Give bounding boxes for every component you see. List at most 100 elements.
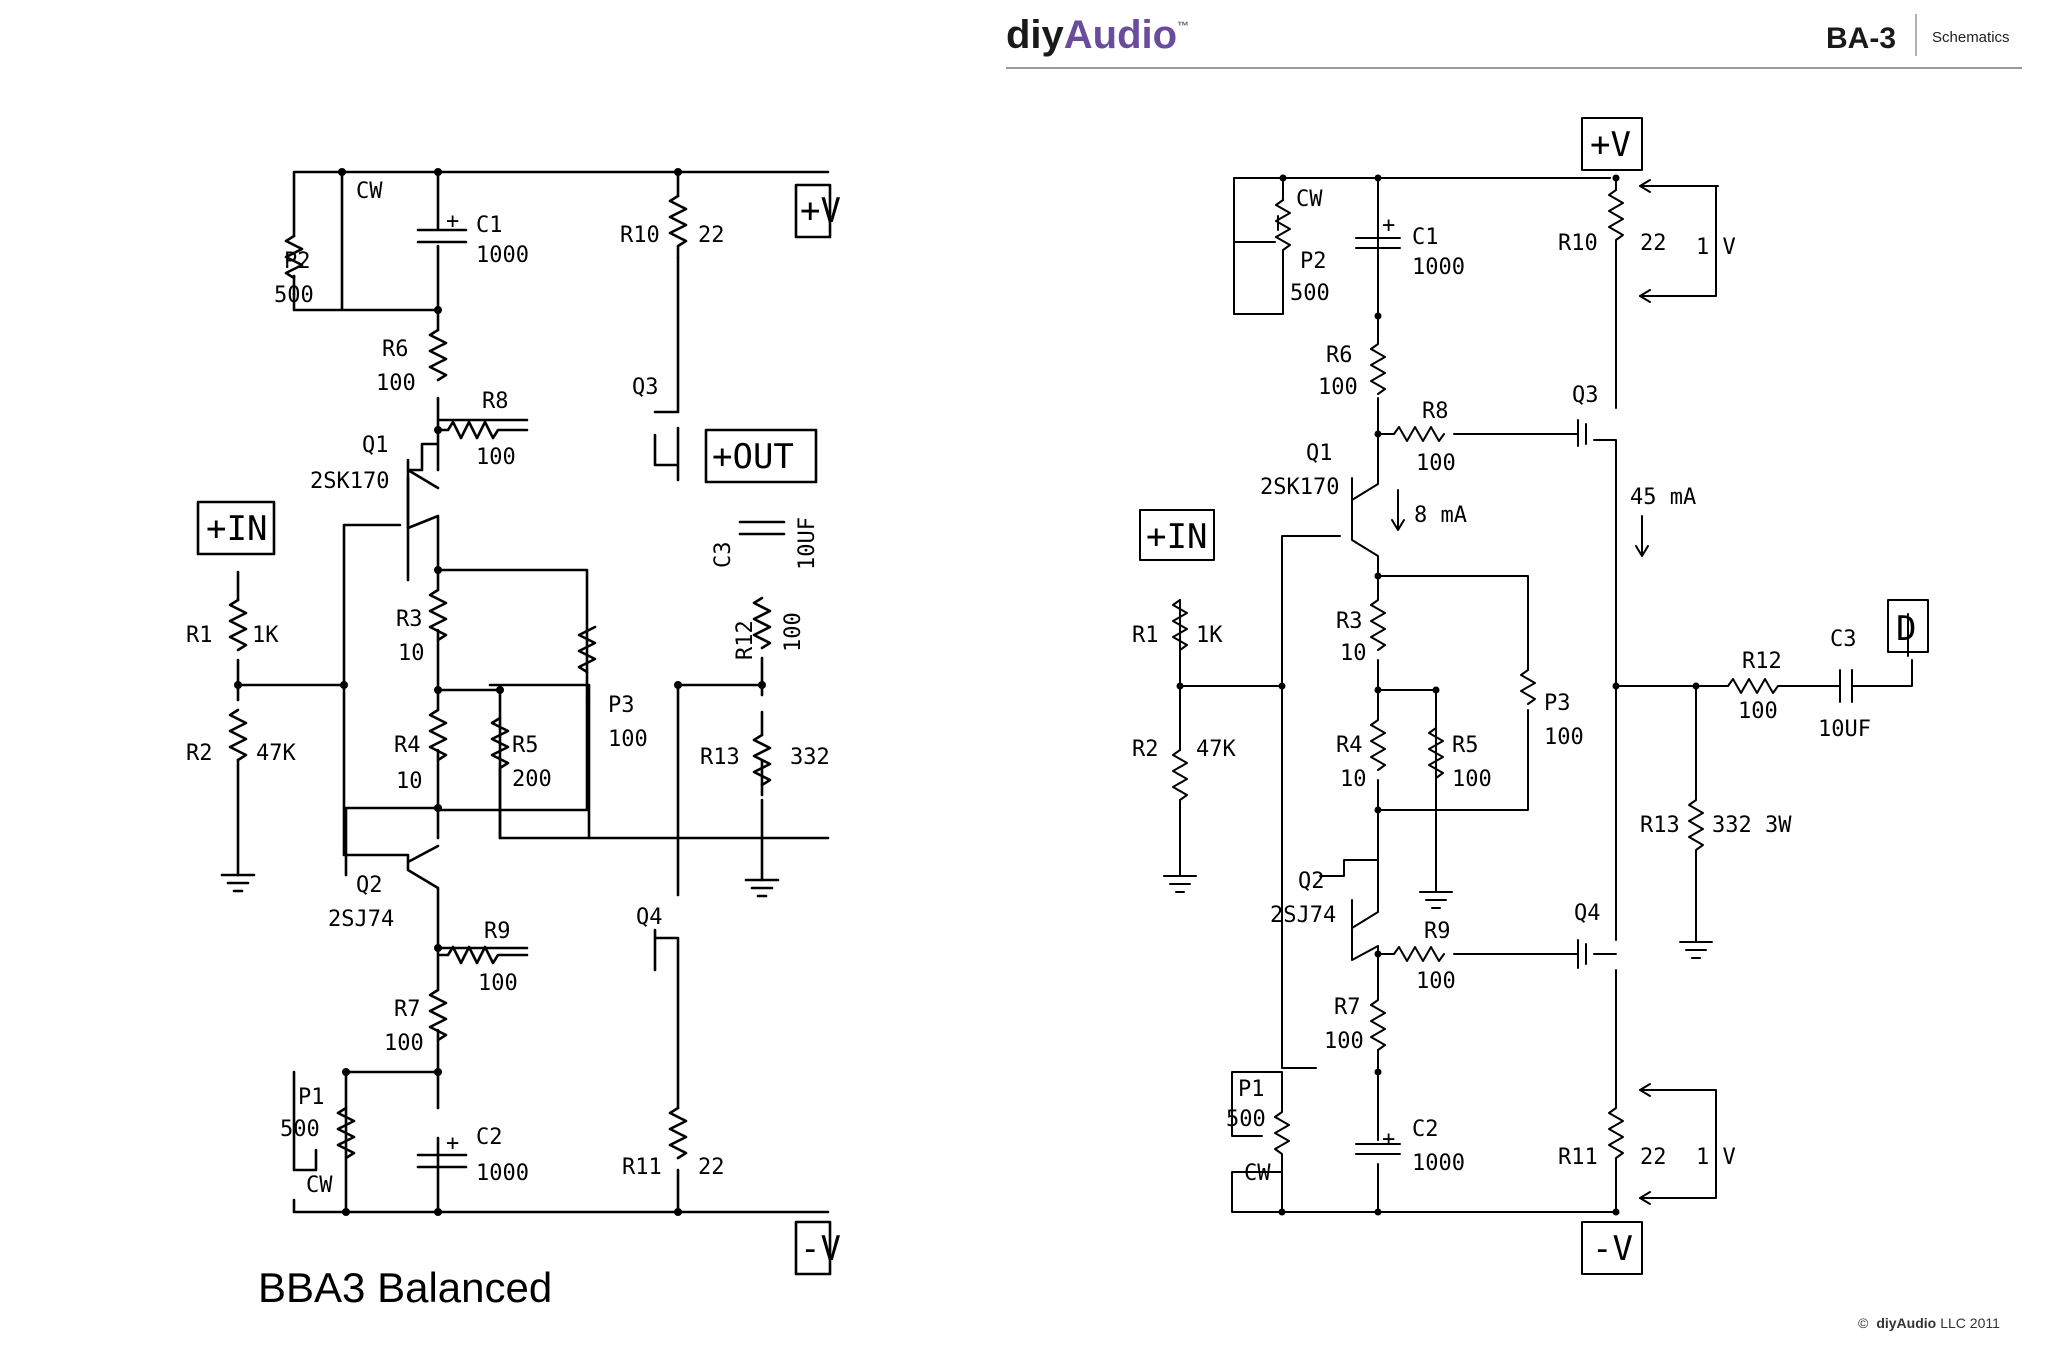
r-p3-name: P3 bbox=[1544, 691, 1571, 716]
l-p2 bbox=[284, 234, 304, 280]
l-port-in bbox=[196, 500, 276, 556]
l-r8-val: 100 bbox=[476, 445, 516, 470]
l-c2-name: C2 bbox=[476, 1125, 503, 1150]
l-p1 bbox=[336, 1106, 356, 1160]
l-r10-val: 22 bbox=[698, 223, 725, 248]
l-r9-val: 100 bbox=[478, 971, 518, 996]
r-r4-val: 10 bbox=[1340, 767, 1367, 792]
l-port-out bbox=[704, 428, 818, 484]
r-p3 bbox=[1520, 669, 1536, 705]
r-r9-name: R9 bbox=[1424, 919, 1451, 944]
l-p2-val: 500 bbox=[274, 283, 314, 308]
r-vtop-bracket bbox=[1639, 185, 1719, 297]
r-out-label: D bbox=[1896, 609, 1916, 649]
right-schematic: diyAudio™ BA-3 Schematics bbox=[1006, 13, 2022, 1331]
r-r12-val: 100 bbox=[1738, 699, 1778, 724]
r-q2-name: Q2 bbox=[1298, 869, 1325, 894]
r-r3-val: 10 bbox=[1340, 641, 1367, 666]
r-c1-plus: + bbox=[1382, 213, 1395, 238]
l-out-label: +OUT bbox=[712, 437, 794, 477]
l-c2 bbox=[416, 1153, 468, 1169]
r-r3-name: R3 bbox=[1336, 609, 1363, 634]
r-c3-name: C3 bbox=[1830, 627, 1857, 652]
r-r8-val: 100 bbox=[1416, 451, 1456, 476]
r-vtop-label: 1 V bbox=[1696, 235, 1736, 260]
r-c2-plus: + bbox=[1382, 1127, 1395, 1152]
r-c2-name: C2 bbox=[1412, 1117, 1439, 1142]
r-c1-val: 1000 bbox=[1412, 255, 1465, 280]
r-r10-val: 22 bbox=[1640, 231, 1667, 256]
l-p1-val: 500 bbox=[280, 1117, 320, 1142]
l-r10 bbox=[668, 194, 688, 260]
r-q1-type: 2SK170 bbox=[1260, 475, 1339, 500]
l-in-label: +IN bbox=[206, 509, 267, 549]
l-r12 bbox=[752, 596, 772, 650]
l-r9 bbox=[438, 945, 529, 965]
r-current-out: 45 mA bbox=[1630, 485, 1696, 510]
l-r12-name: R12 bbox=[733, 620, 758, 660]
r-p2-cw: CW bbox=[1296, 187, 1323, 212]
l-r13 bbox=[752, 733, 772, 787]
r-port-vminus bbox=[1581, 1221, 1643, 1275]
r-r5-name: R5 bbox=[1452, 733, 1479, 758]
l-p3-val: 100 bbox=[608, 727, 648, 752]
r-r10 bbox=[1608, 189, 1624, 271]
r-r3 bbox=[1370, 599, 1386, 651]
l-c2-val: 1000 bbox=[476, 1161, 529, 1186]
l-q4-name: Q4 bbox=[636, 905, 663, 930]
r-current-q1-arrow bbox=[1391, 489, 1405, 531]
l-r5-name: R5 bbox=[512, 733, 539, 758]
l-r4-val: 10 bbox=[396, 769, 423, 794]
r-r2-name: R2 bbox=[1132, 737, 1159, 762]
l-r6 bbox=[428, 328, 448, 382]
r-r6-val: 100 bbox=[1318, 375, 1358, 400]
r-r11-name: R11 bbox=[1558, 1145, 1598, 1170]
r-p2 bbox=[1275, 199, 1291, 259]
r-r2-val: 47K bbox=[1196, 737, 1236, 762]
l-r7-name: R7 bbox=[394, 997, 421, 1022]
r-r1-name: R1 bbox=[1132, 623, 1159, 648]
l-c3-name: C3 bbox=[711, 542, 736, 569]
l-r8-name: R8 bbox=[482, 389, 509, 414]
r-r1 bbox=[1172, 599, 1188, 687]
l-c1-name: C1 bbox=[476, 213, 503, 238]
r-p1-name: P1 bbox=[1238, 1077, 1265, 1102]
l-r11-name: R11 bbox=[622, 1155, 662, 1180]
r-r13 bbox=[1688, 799, 1704, 871]
r-q1-name: Q1 bbox=[1306, 441, 1333, 466]
l-r3 bbox=[428, 588, 448, 642]
l-q2-type: 2SJ74 bbox=[328, 907, 394, 932]
l-c1-plus: + bbox=[446, 209, 459, 234]
doc-id: BA-3 bbox=[1826, 22, 1896, 55]
r-r12-name: R12 bbox=[1742, 649, 1782, 674]
l-p1-cw: CW bbox=[306, 1173, 333, 1198]
l-r13-name: R13 bbox=[700, 745, 740, 770]
l-gnd-1 bbox=[220, 873, 256, 893]
l-q3-name: Q3 bbox=[632, 375, 659, 400]
l-vplus-label: +V bbox=[800, 191, 841, 231]
l-r10-name: R10 bbox=[620, 223, 660, 248]
r-q3-name: Q3 bbox=[1572, 383, 1599, 408]
r-r9 bbox=[1393, 946, 1445, 962]
l-p1-name: P1 bbox=[298, 1085, 325, 1110]
l-c1-val: 1000 bbox=[476, 243, 529, 268]
r-current-out-arrow bbox=[1635, 515, 1649, 557]
l-r11 bbox=[668, 1106, 688, 1160]
l-r4 bbox=[428, 708, 448, 762]
r-r2 bbox=[1172, 749, 1188, 837]
r-r1-val: 1K bbox=[1196, 623, 1223, 648]
l-gnd-2 bbox=[744, 878, 780, 898]
l-r5-val: 200 bbox=[512, 767, 552, 792]
r-c2 bbox=[1355, 1143, 1401, 1155]
l-r1-val: 1K bbox=[252, 623, 279, 648]
r-port-in bbox=[1139, 509, 1215, 561]
r-vplus-label: +V bbox=[1590, 125, 1631, 165]
brand-logo: diyAudio™ bbox=[1006, 13, 1189, 57]
l-r2 bbox=[228, 708, 248, 762]
r-vbot-label: 1 V bbox=[1696, 1145, 1736, 1170]
r-p2-val: 500 bbox=[1290, 281, 1330, 306]
r-q4-name: Q4 bbox=[1574, 901, 1601, 926]
l-port-vplus bbox=[794, 183, 832, 239]
